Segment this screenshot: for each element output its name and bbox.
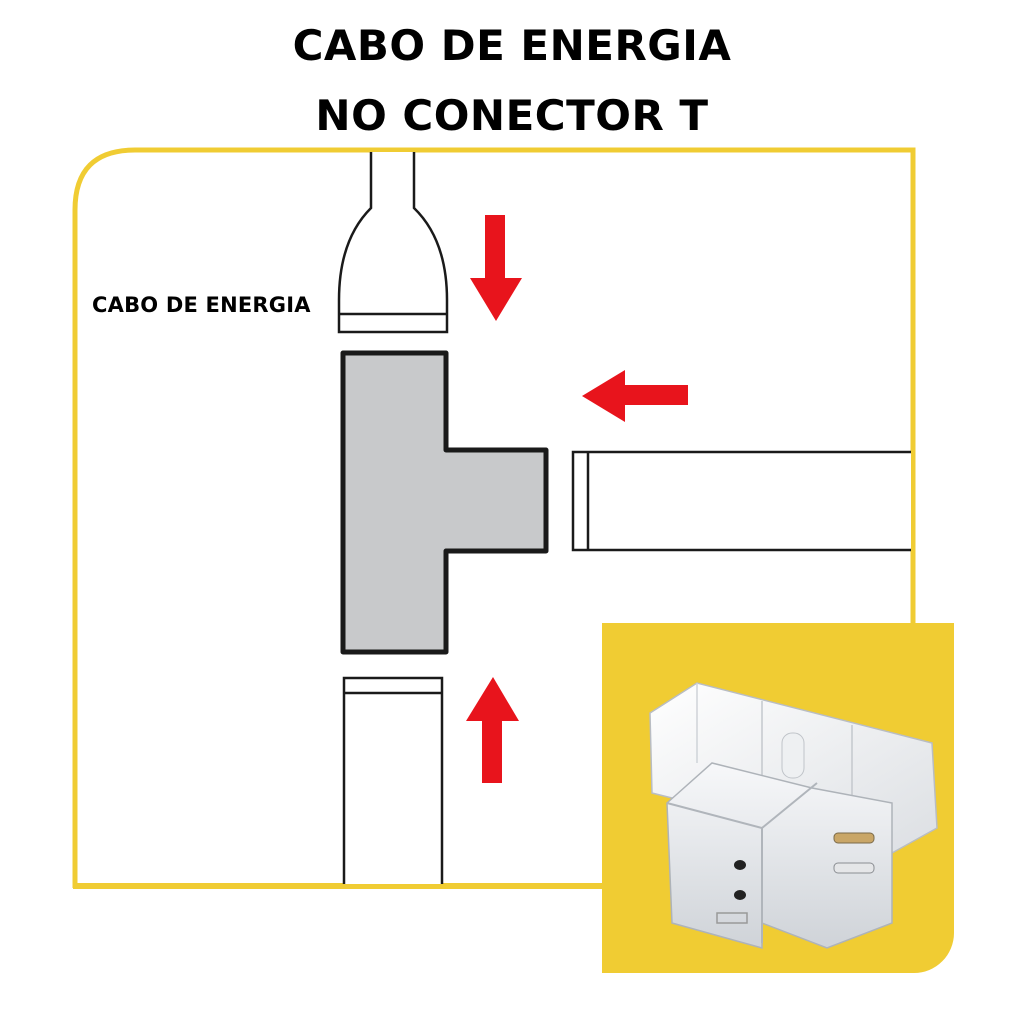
page-title-line-2: NO CONECTOR T: [315, 91, 709, 140]
down-arrow-icon: [470, 215, 522, 321]
diagram-frame: [72, 147, 916, 888]
left-arrow-icon: [582, 370, 688, 422]
power-plug-top: [337, 152, 449, 334]
up-arrow-icon: [466, 677, 519, 783]
t-connector: [340, 350, 549, 655]
page-title-line-1: CABO DE ENERGIA: [292, 21, 732, 70]
power-cable-label: CABO DE ENERGIA: [92, 293, 311, 317]
led-strip-right: [571, 450, 911, 552]
product-photo-panel: [602, 623, 954, 973]
led-strip-bottom: [342, 676, 444, 884]
t-connector-photo: [649, 682, 938, 949]
